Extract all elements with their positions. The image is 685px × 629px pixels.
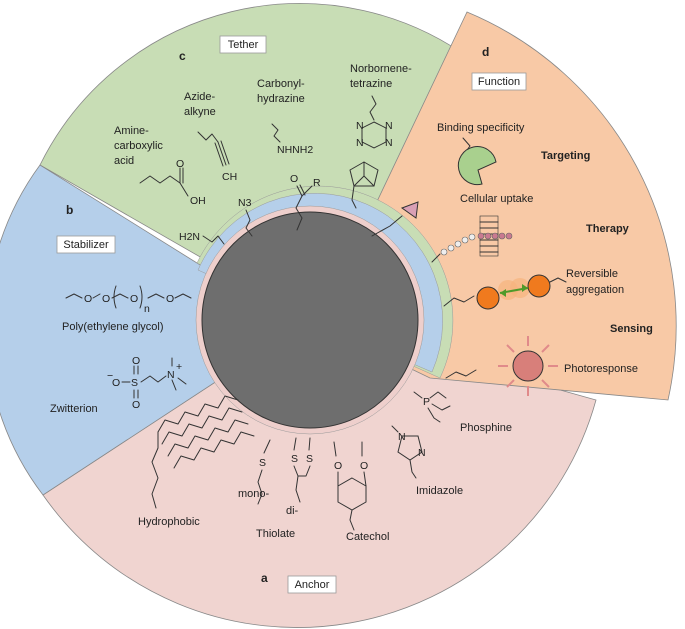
azide-alkyne-label-2: alkyne [184,106,216,118]
sensing-label: Sensing [610,323,653,335]
svg-text:CH: CH [222,171,237,183]
amine-carboxylic-label-3: acid [114,155,134,167]
hydrophobic-label: Hydrophobic [138,516,200,528]
svg-text:S: S [131,377,138,389]
amine-carboxylic-label-1: Amine- [114,125,149,137]
svg-text:O: O [334,460,342,472]
reversible-aggregation-icon [443,274,567,310]
svg-text:N: N [356,137,364,149]
peg-structure: O O O n O [65,285,192,315]
svg-text:−: − [107,370,113,382]
svg-text:H2N: H2N [179,231,200,243]
tether-letter: c [179,49,186,63]
binding-specificity-label: Binding specificity [437,122,525,134]
hydrophobic-chains [151,395,255,509]
mono-label: mono- [238,488,270,500]
amine-carboxylic-label-2: carboxylic [114,140,163,152]
reversible-label-2: aggregation [566,284,624,296]
nanoparticle-core [201,211,419,429]
svg-text:N: N [167,369,175,381]
svg-text:N: N [385,137,393,149]
zwitterion-label: Zwitterion [50,403,98,415]
zwitterion-structure: O − S O O N + [107,355,187,411]
norbornene-tetrazine-label-2: tetrazine [350,78,392,90]
targeting-ligand-icon [371,201,419,237]
svg-text:N: N [398,431,406,443]
hydrazine-structure: NHNH2 [271,123,313,156]
svg-text:n: n [144,303,150,315]
svg-text:R: R [313,177,321,189]
svg-text:O: O [166,293,174,305]
azide-alkyne-label-1: Azide- [184,91,216,103]
norbornene-tetrazine-label-1: Norbornene- [350,63,412,75]
svg-text:+: + [176,361,182,373]
membrane-peptide-icon [431,215,513,263]
cellular-uptake-label: Cellular uptake [460,193,533,205]
tether-sector [39,3,473,321]
thiolate-label: Thiolate [256,528,295,540]
svg-text:NHNH2: NHNH2 [277,144,313,156]
svg-text:N3: N3 [238,197,252,209]
tether-title: Tether [228,39,259,51]
carbonyl-hydrazine-label-2: hydrazine [257,93,305,105]
svg-text:OH: OH [190,195,206,207]
therapy-label: Therapy [586,223,630,235]
imidazole-structure: N N [391,425,426,479]
photoresponse-icon [445,336,558,396]
phosphine-structure: P [413,391,451,423]
svg-text:P: P [423,396,430,408]
catechol-structure: O O [333,441,368,531]
svg-text:S: S [259,457,266,469]
svg-text:O: O [112,377,120,389]
svg-text:O: O [176,158,184,170]
tetrazine-norbornene-structure: N N N N [349,95,393,209]
svg-text:N: N [385,120,393,132]
anchor-letter: a [261,571,268,585]
carbonyl-structure: O R [290,173,321,231]
catechol-label: Catechol [346,531,389,543]
svg-text:S: S [306,453,313,465]
svg-text:N: N [356,120,364,132]
amine-structure: H2N [179,231,225,245]
svg-text:O: O [360,460,368,472]
carbonyl-hydrazine-label-1: Carbonyl- [257,78,305,90]
binding-pacman-icon [457,137,497,186]
svg-text:N: N [418,447,426,459]
peg-label: Poly(ethylene glycol) [62,321,164,333]
svg-text:S: S [291,453,298,465]
anchor-title: Anchor [295,579,330,591]
di-label: di- [286,505,299,517]
carboxylic-acid-structure: O OH [139,158,206,207]
svg-text:O: O [290,173,298,185]
targeting-label: Targeting [541,150,590,162]
stabilizer-title: Stabilizer [63,239,109,251]
svg-text:O: O [84,293,92,305]
reversible-label-1: Reversible [566,268,618,280]
svg-text:O: O [132,355,140,367]
function-title: Function [478,76,520,88]
azide-structure: N3 [238,197,253,237]
imidazole-label: Imidazole [416,485,463,497]
thiolate-structures: S S S [257,437,313,505]
stabilizer-letter: b [66,203,73,217]
phosphine-label: Phosphine [460,422,512,434]
svg-text:O: O [132,399,140,411]
alkyne-structure: CH [197,131,237,183]
function-letter: d [482,45,489,59]
svg-text:O: O [102,293,110,305]
photoresponse-label: Photoresponse [564,363,638,375]
svg-text:O: O [130,293,138,305]
anchor-sector [42,319,597,628]
